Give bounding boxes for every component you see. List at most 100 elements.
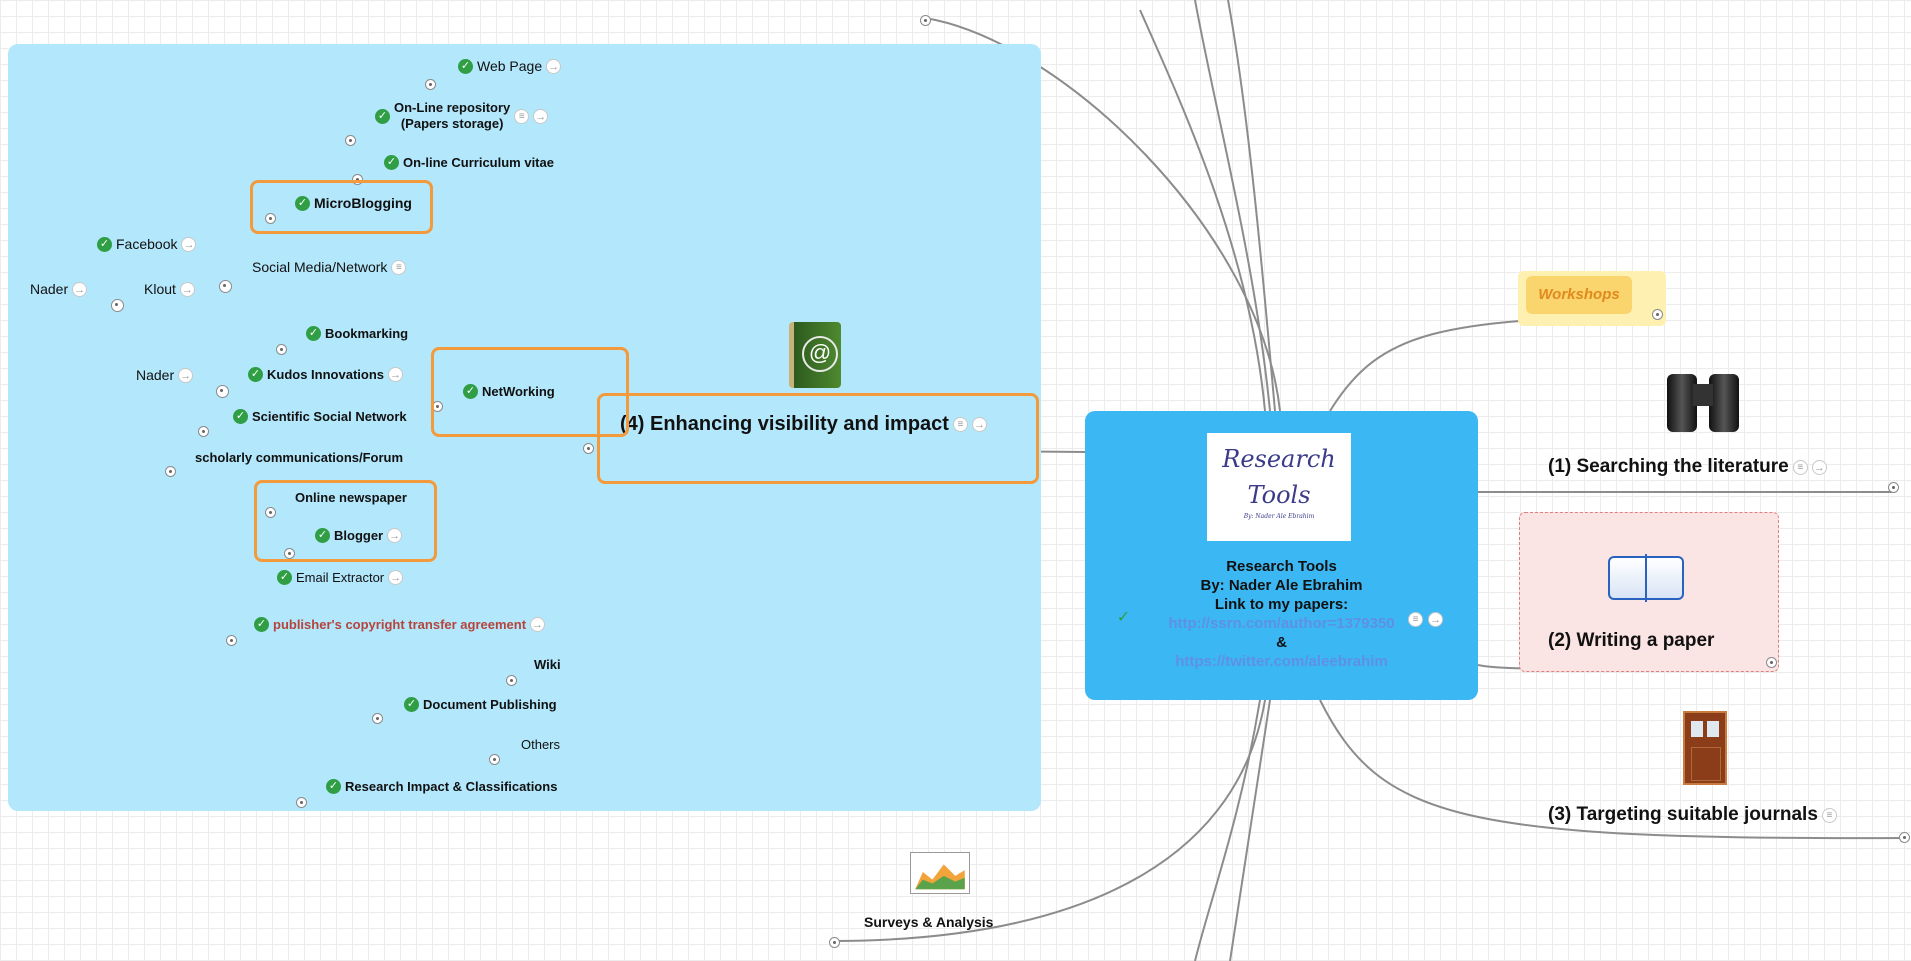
node-label: Scientific Social Network	[252, 409, 407, 424]
arrow-icon[interactable]: →	[179, 281, 195, 297]
collapse-knob[interactable]	[1888, 482, 1899, 493]
check-icon: ✓	[277, 570, 292, 585]
check-icon: ✓	[375, 108, 390, 124]
social-media-node[interactable]: Social Media/Network ≡	[252, 259, 407, 275]
nader-node-2[interactable]: Nader →	[136, 367, 194, 383]
check-icon: ✓	[306, 326, 321, 341]
collapse-knob[interactable]	[489, 754, 500, 765]
targeting-journals-node[interactable]: (3) Targeting suitable journals ≡	[1548, 804, 1837, 826]
check-icon: ✓	[233, 409, 248, 424]
arrow-icon[interactable]: →	[530, 617, 546, 632]
scholarly-forum-node[interactable]: scholarly communications/Forum	[195, 450, 403, 465]
node-label: (2) Writing a paper	[1548, 630, 1715, 651]
collapse-knob[interactable]	[1899, 832, 1910, 843]
node-label: Blogger	[334, 528, 384, 543]
document-publishing-node[interactable]: ✓ Document Publishing	[404, 697, 557, 712]
arrow-icon[interactable]: →	[1428, 612, 1443, 627]
collapse-knob[interactable]	[345, 135, 356, 146]
research-impact-node[interactable]: ✓ Research Impact & Classifications	[326, 779, 557, 794]
klout-node[interactable]: Klout →	[144, 281, 195, 297]
email-extractor-node[interactable]: ✓ Email Extractor →	[277, 570, 404, 585]
collapse-knob[interactable]	[583, 443, 594, 454]
nader-node-1[interactable]: Nader →	[30, 281, 88, 297]
note-icon[interactable]: ≡	[1408, 612, 1423, 627]
node-label: Social Media/Network	[252, 259, 388, 275]
note-icon[interactable]: ≡	[1792, 459, 1808, 475]
kudos-node[interactable]: ✓ Kudos Innovations →	[248, 367, 403, 382]
main-topic-node[interactable]: (4) Enhancing visibility and impact ≡ →	[620, 413, 987, 436]
online-newspaper-node[interactable]: Online newspaper	[295, 490, 407, 505]
arrow-icon[interactable]: →	[181, 236, 197, 252]
others-node[interactable]: Others	[521, 737, 560, 752]
collapse-knob[interactable]	[265, 213, 276, 224]
node-label: Online newspaper	[295, 490, 407, 505]
publisher-copyright-node[interactable]: ✓ publisher's copyright transfer agreeme…	[254, 617, 546, 632]
collapse-knob[interactable]	[226, 635, 237, 646]
research-tools-logo: Research Tools By: Nader Ale Ebrahim	[1207, 433, 1351, 541]
searching-literature-node[interactable]: (1) Searching the literature ≡ →	[1548, 456, 1827, 478]
main-topic-highlight	[597, 393, 1039, 484]
collapse-knob[interactable]	[276, 344, 287, 355]
collapse-knob[interactable]	[920, 15, 931, 26]
online-cv-node[interactable]: ✓ On-line Curriculum vitae	[384, 155, 554, 170]
node-label: Nader	[136, 367, 175, 383]
center-author: By: Nader Ale Ebrahim	[1200, 577, 1363, 594]
node-label: Wiki	[534, 657, 561, 672]
node-label: publisher's copyright transfer agreement	[273, 617, 527, 632]
arrow-icon[interactable]: →	[971, 417, 987, 432]
collapse-knob[interactable]	[352, 174, 363, 185]
node-label: Others	[521, 737, 561, 752]
door-icon	[1683, 711, 1727, 785]
note-icon[interactable]: ≡	[952, 417, 968, 432]
collapse-knob[interactable]	[265, 507, 276, 518]
facebook-node[interactable]: ✓ Facebook →	[97, 236, 197, 252]
collapse-knob[interactable]	[829, 937, 840, 948]
collapse-knob[interactable]	[284, 548, 295, 559]
networking-node[interactable]: ✓ NetWorking	[463, 384, 555, 399]
surveys-analysis-node[interactable]: Surveys & Analysis	[864, 914, 993, 930]
node-label: Klout	[144, 281, 176, 297]
center-amp: &	[1276, 634, 1287, 651]
collapse-knob[interactable]	[296, 797, 307, 808]
collapse-knob[interactable]	[1766, 657, 1777, 668]
note-icon[interactable]: ≡	[391, 259, 407, 275]
arrow-icon[interactable]: →	[388, 570, 404, 585]
collapse-knob[interactable]	[111, 299, 124, 312]
scientific-social-network-node[interactable]: ✓ Scientific Social Network	[233, 409, 407, 424]
arrow-icon[interactable]: →	[1811, 459, 1827, 475]
check-icon: ✓	[458, 58, 473, 74]
collapse-knob[interactable]	[1652, 309, 1663, 320]
online-repository-node[interactable]: ✓ On-Line repository (Papers storage) ≡ …	[375, 100, 549, 132]
central-topic[interactable]: Research Tools By: Nader Ale Ebrahim Res…	[1085, 411, 1478, 700]
arrow-icon[interactable]: →	[388, 367, 403, 382]
center-title: Research Tools	[1226, 558, 1337, 575]
writing-paper-node[interactable]: (2) Writing a paper	[1548, 630, 1714, 652]
collapse-knob[interactable]	[372, 713, 383, 724]
collapse-knob[interactable]	[198, 426, 209, 437]
arrow-icon[interactable]: →	[387, 528, 403, 543]
arrow-icon[interactable]: →	[546, 58, 562, 74]
note-icon[interactable]: ≡	[514, 108, 530, 124]
ssrn-link[interactable]: http://ssrn.com/author=1379350	[1168, 615, 1395, 632]
arrow-icon[interactable]: →	[178, 367, 194, 383]
check-icon: ✓	[254, 617, 269, 632]
open-book-icon	[1608, 550, 1684, 606]
node-label: MicroBlogging	[314, 195, 412, 211]
web-page-node[interactable]: ✓ Web Page →	[458, 58, 562, 74]
microblogging-node[interactable]: ✓ MicroBlogging	[295, 195, 412, 211]
blogger-node[interactable]: ✓ Blogger →	[315, 528, 403, 543]
bookmarking-node[interactable]: ✓ Bookmarking	[306, 326, 408, 341]
collapse-knob[interactable]	[165, 466, 176, 477]
arrow-icon[interactable]: →	[72, 281, 88, 297]
main-topic-label: (4) Enhancing visibility and impact	[620, 413, 949, 435]
wiki-node[interactable]: Wiki	[534, 657, 561, 672]
twitter-link[interactable]: https://twitter.com/aleebrahim	[1175, 653, 1388, 670]
node-label: Bookmarking	[325, 326, 409, 341]
note-icon[interactable]: ≡	[1821, 807, 1837, 823]
collapse-knob[interactable]	[216, 385, 229, 398]
collapse-knob[interactable]	[219, 280, 232, 293]
arrow-icon[interactable]: →	[533, 108, 549, 124]
collapse-knob[interactable]	[425, 79, 436, 90]
collapse-knob[interactable]	[506, 675, 517, 686]
workshops-node[interactable]: Workshops	[1526, 276, 1632, 314]
